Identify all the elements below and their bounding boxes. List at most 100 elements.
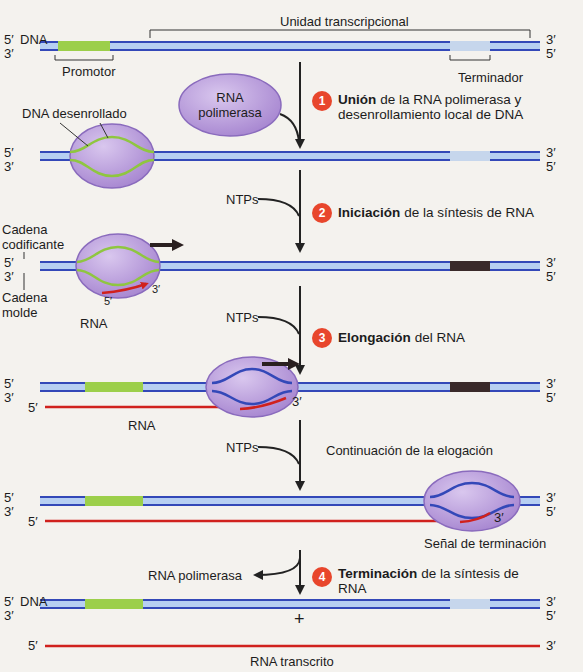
text-label: NTPs <box>226 440 259 455</box>
text-label: 3′ <box>4 504 14 519</box>
step-arrow <box>299 170 301 250</box>
node-text: RNA polimerasa <box>194 90 266 120</box>
step-title: Terminación <box>338 566 417 581</box>
node-text: 3 <box>319 331 326 346</box>
step-caption: Terminaciónde la síntesis de RNA <box>338 566 528 596</box>
text-label: 3′ <box>4 608 14 623</box>
text-label: 5′ <box>546 390 556 405</box>
bracket <box>55 55 113 60</box>
text-label: 3′ <box>494 510 504 525</box>
text-label: del RNA <box>415 330 465 345</box>
text-label: 5′ <box>28 514 38 529</box>
text-label: RNA transcrito <box>250 654 334 669</box>
terminator-segment <box>450 599 490 609</box>
leader-line <box>60 123 88 146</box>
text-label: Cadena codificante <box>2 222 82 252</box>
callout-number: 2 <box>312 203 332 223</box>
text-label: 3′ <box>546 145 556 160</box>
text-label: 3′ <box>4 46 14 61</box>
text-label: 3′ <box>4 269 14 284</box>
text-label: 3′ <box>292 394 302 409</box>
promoter-segment <box>85 382 143 392</box>
bracket <box>450 55 490 60</box>
step-caption: Uniónde la RNA polimerasa y desenrollami… <box>338 92 573 122</box>
polymerase-shape <box>206 357 298 417</box>
polymerase-shape <box>70 124 154 188</box>
polymerase-shape <box>76 234 160 298</box>
direction-arrow <box>150 243 176 247</box>
enzyme-ellipse: RNA polimerasa <box>178 73 282 137</box>
promoter-segment <box>85 599 143 609</box>
text-label: 5′ <box>28 638 38 653</box>
text-label: 5′ <box>4 145 14 160</box>
text-label: 5′ <box>4 255 14 270</box>
dna-strand <box>40 42 540 50</box>
callout-number: 3 <box>312 328 332 348</box>
callout-number: 4 <box>312 567 332 587</box>
text-label: 3′ <box>4 390 14 405</box>
step-arrow <box>299 550 301 592</box>
text-label: 5′ <box>104 294 112 309</box>
unwound-strand <box>70 160 154 176</box>
text-label: RNA <box>80 316 107 331</box>
bracket <box>150 30 530 38</box>
callout-number: 1 <box>312 91 332 111</box>
text-label: NTPs <box>226 192 259 207</box>
text-label: 5′ <box>4 594 14 609</box>
ntp-line <box>258 199 299 216</box>
terminator-segment <box>450 382 490 392</box>
unwound-strand <box>212 391 292 404</box>
unwound-strand <box>77 247 159 262</box>
text-label: Señal de terminación <box>424 536 546 551</box>
unwound-strand <box>77 270 159 285</box>
text-label: 3′ <box>4 159 14 174</box>
dna-strand <box>40 600 540 608</box>
polymerase-shape <box>424 471 520 531</box>
unwound-strand <box>70 137 154 152</box>
step-arrow <box>299 420 301 488</box>
text-label: DNA <box>20 32 47 47</box>
text-label: 3′ <box>546 638 556 653</box>
promoter-segment <box>85 496 143 506</box>
release-arrow <box>256 558 300 575</box>
terminator-segment <box>450 151 490 161</box>
merge-line <box>280 114 299 142</box>
terminator-segment <box>450 41 490 51</box>
text-label: de la síntesis de RNA <box>404 205 534 220</box>
text-label: + <box>294 612 305 627</box>
text-label: DNA desenrollado <box>22 106 142 121</box>
ntp-line <box>258 447 299 464</box>
text-label: 5′ <box>546 159 556 174</box>
text-label: Unidad transcripcional <box>280 14 409 29</box>
step-caption: Iniciación de la síntesis de RNA <box>338 205 578 220</box>
text-label: 3′ <box>546 594 556 609</box>
text-label: 3′ <box>546 32 556 47</box>
text-label: 5′ <box>4 32 14 47</box>
text-label: 5′ <box>28 400 38 415</box>
rna-strand <box>460 513 490 522</box>
step-title: Iniciación <box>338 205 400 220</box>
text-label: RNA <box>128 418 155 433</box>
leader-line <box>100 123 108 138</box>
step-arrow <box>299 286 301 372</box>
text-label: 5′ <box>546 608 556 623</box>
text-label: Cadena molde <box>2 290 72 320</box>
text-label: 3′ <box>546 376 556 391</box>
leader-line <box>24 273 25 290</box>
text-label: 5′ <box>546 269 556 284</box>
text-label: NTPs <box>226 310 259 325</box>
rna-strand <box>102 284 146 293</box>
text-label: Continuación de la elogación <box>326 443 576 458</box>
node-text: 2 <box>319 206 326 221</box>
rna-strand <box>45 520 470 523</box>
text-label: DNA <box>20 594 47 609</box>
node-text: 4 <box>319 570 326 585</box>
promoter-segment <box>58 41 110 51</box>
direction-arrow <box>262 362 292 366</box>
step-title: Unión <box>338 92 376 107</box>
node-text: 1 <box>319 94 326 109</box>
rna-strand <box>240 398 286 409</box>
text-label: 5′ <box>546 504 556 519</box>
text-label: Promotor <box>62 64 115 79</box>
text-label: 3′ <box>152 282 160 297</box>
